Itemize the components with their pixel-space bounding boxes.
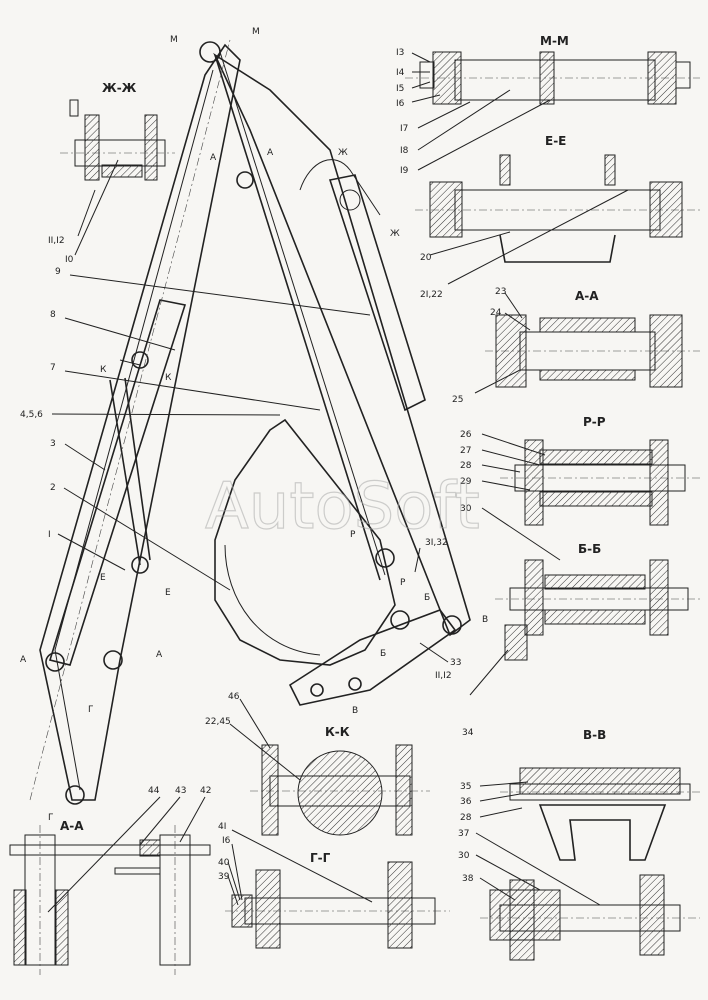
callout-33: 33 [450, 658, 461, 668]
callout-37: 37 [458, 829, 469, 839]
callout-14: I4 [396, 68, 405, 78]
cut-k-left: К [100, 365, 107, 375]
callout-23: 23 [495, 287, 506, 297]
cut-v-right: В [482, 615, 488, 625]
callout-18: I8 [400, 146, 409, 156]
callout-31-32: 3I,32 [425, 538, 448, 548]
callout-25: 25 [452, 395, 463, 405]
section-zh-zh: Ж-Ж II,I2 I0 [48, 81, 175, 265]
section-e-e: Е-Е 20 2I,22 [415, 134, 700, 300]
callout-21-22: 2I,22 [420, 290, 443, 300]
section-title-r-r: Р-Р [583, 415, 606, 429]
callout-3: 3 [50, 439, 56, 449]
cut-r-top: Р [350, 530, 356, 540]
callout-11-12-right: II,I2 [435, 671, 452, 681]
callout-24: 24 [490, 308, 502, 318]
section-g-g: Г-Г 4I I6 40 39 [218, 822, 450, 949]
section-title-a-a-top: А-А [575, 289, 599, 303]
section-title-g-g: Г-Г [310, 851, 331, 865]
cut-v-bottom: В [352, 706, 358, 716]
cut-a-bottom-right: А [156, 650, 163, 660]
section-title-e-e: Е-Е [545, 134, 566, 148]
callout-16: I6 [396, 99, 405, 109]
callout-30: 30 [460, 504, 472, 514]
callout-17: I7 [400, 124, 408, 134]
callout-16-second: I6 [222, 836, 231, 846]
section-m-m: М-М I3 I4 I5 I6 I7 I8 I9 [396, 34, 700, 176]
callout-4-5-6: 4,5,6 [20, 410, 43, 420]
section-title-m-m: М-М [540, 34, 569, 48]
cut-r-bottom: Р [400, 578, 406, 588]
callout-28: 28 [460, 461, 472, 471]
callout-42: 42 [200, 786, 211, 796]
cut-g-bottom: Г [48, 813, 54, 823]
callout-41: 4I [218, 822, 226, 832]
callout-43: 43 [175, 786, 186, 796]
callout-36: 36 [460, 797, 472, 807]
callout-38: 38 [462, 874, 474, 884]
section-cut-marks: М М А А Ж Ж К К Е Е Р Р Б Б В В А А Г Г [20, 27, 488, 823]
callout-10: I0 [65, 255, 74, 265]
section-b-b: Б-Б II,I2 34 [435, 542, 700, 738]
callout-1: I [48, 530, 51, 540]
callout-15: I5 [396, 84, 404, 94]
callout-46: 46 [228, 692, 240, 702]
watermark-text: AutoSoft [205, 470, 480, 544]
callout-34: 34 [462, 728, 474, 738]
section-title-b-b: Б-Б [578, 542, 601, 556]
callout-44: 44 [148, 786, 160, 796]
callout-19: I9 [400, 166, 409, 176]
cut-b-top: Б [424, 593, 430, 603]
callout-11-12-top: II,I2 [48, 236, 65, 246]
callout-26: 26 [460, 430, 472, 440]
section-title-v-v: В-В [583, 728, 606, 742]
cut-b-bottom: Б [380, 649, 386, 659]
cut-m-right: М [252, 27, 260, 37]
cut-a-left: А [210, 153, 217, 163]
callout-9: 9 [55, 267, 61, 277]
callout-2: 2 [50, 483, 56, 493]
cut-e-right: Е [165, 588, 171, 598]
callout-20: 20 [420, 253, 432, 263]
section-title-a-a-bottom: А-А [60, 819, 84, 833]
section-r-r: Р-Р 26 27 28 29 30 [460, 415, 700, 561]
section-k-k: К-К 46 22,45 [205, 692, 430, 836]
cut-zh-bottom: Ж [390, 229, 400, 239]
callout-30-second: 30 [458, 851, 470, 861]
callout-13: I3 [396, 48, 404, 58]
main-assembly-view [29, 39, 471, 805]
cut-zh-top: Ж [338, 148, 348, 158]
cut-m-left: М [170, 35, 178, 45]
callout-35: 35 [460, 782, 471, 792]
cut-e-left: Е [100, 573, 106, 583]
section-title-k-k: К-К [325, 725, 350, 739]
callout-22-45: 22,45 [205, 717, 231, 727]
callout-28-second: 28 [460, 813, 472, 823]
callout-39: 39 [218, 872, 230, 882]
callout-29: 29 [460, 477, 472, 487]
cut-g-top: Г [88, 705, 94, 715]
cut-a-right: А [267, 148, 274, 158]
section-v-v: В-В 35 36 28 37 30 38 [458, 728, 700, 961]
cut-a-bottom-left: А [20, 655, 27, 665]
main-callouts: 9 8 7 4,5,6 3 2 I 3I,32 33 [20, 267, 461, 668]
callout-40: 40 [218, 858, 230, 868]
cut-k-right: К [165, 373, 172, 383]
section-a-a-top: А-А 23 24 25 [452, 287, 700, 405]
callout-27: 27 [460, 446, 471, 456]
callout-7: 7 [50, 363, 56, 373]
section-title-zh-zh: Ж-Ж [102, 81, 137, 95]
callout-8: 8 [50, 310, 56, 320]
section-a-a-bottom: А-А 44 43 42 [9, 786, 211, 975]
